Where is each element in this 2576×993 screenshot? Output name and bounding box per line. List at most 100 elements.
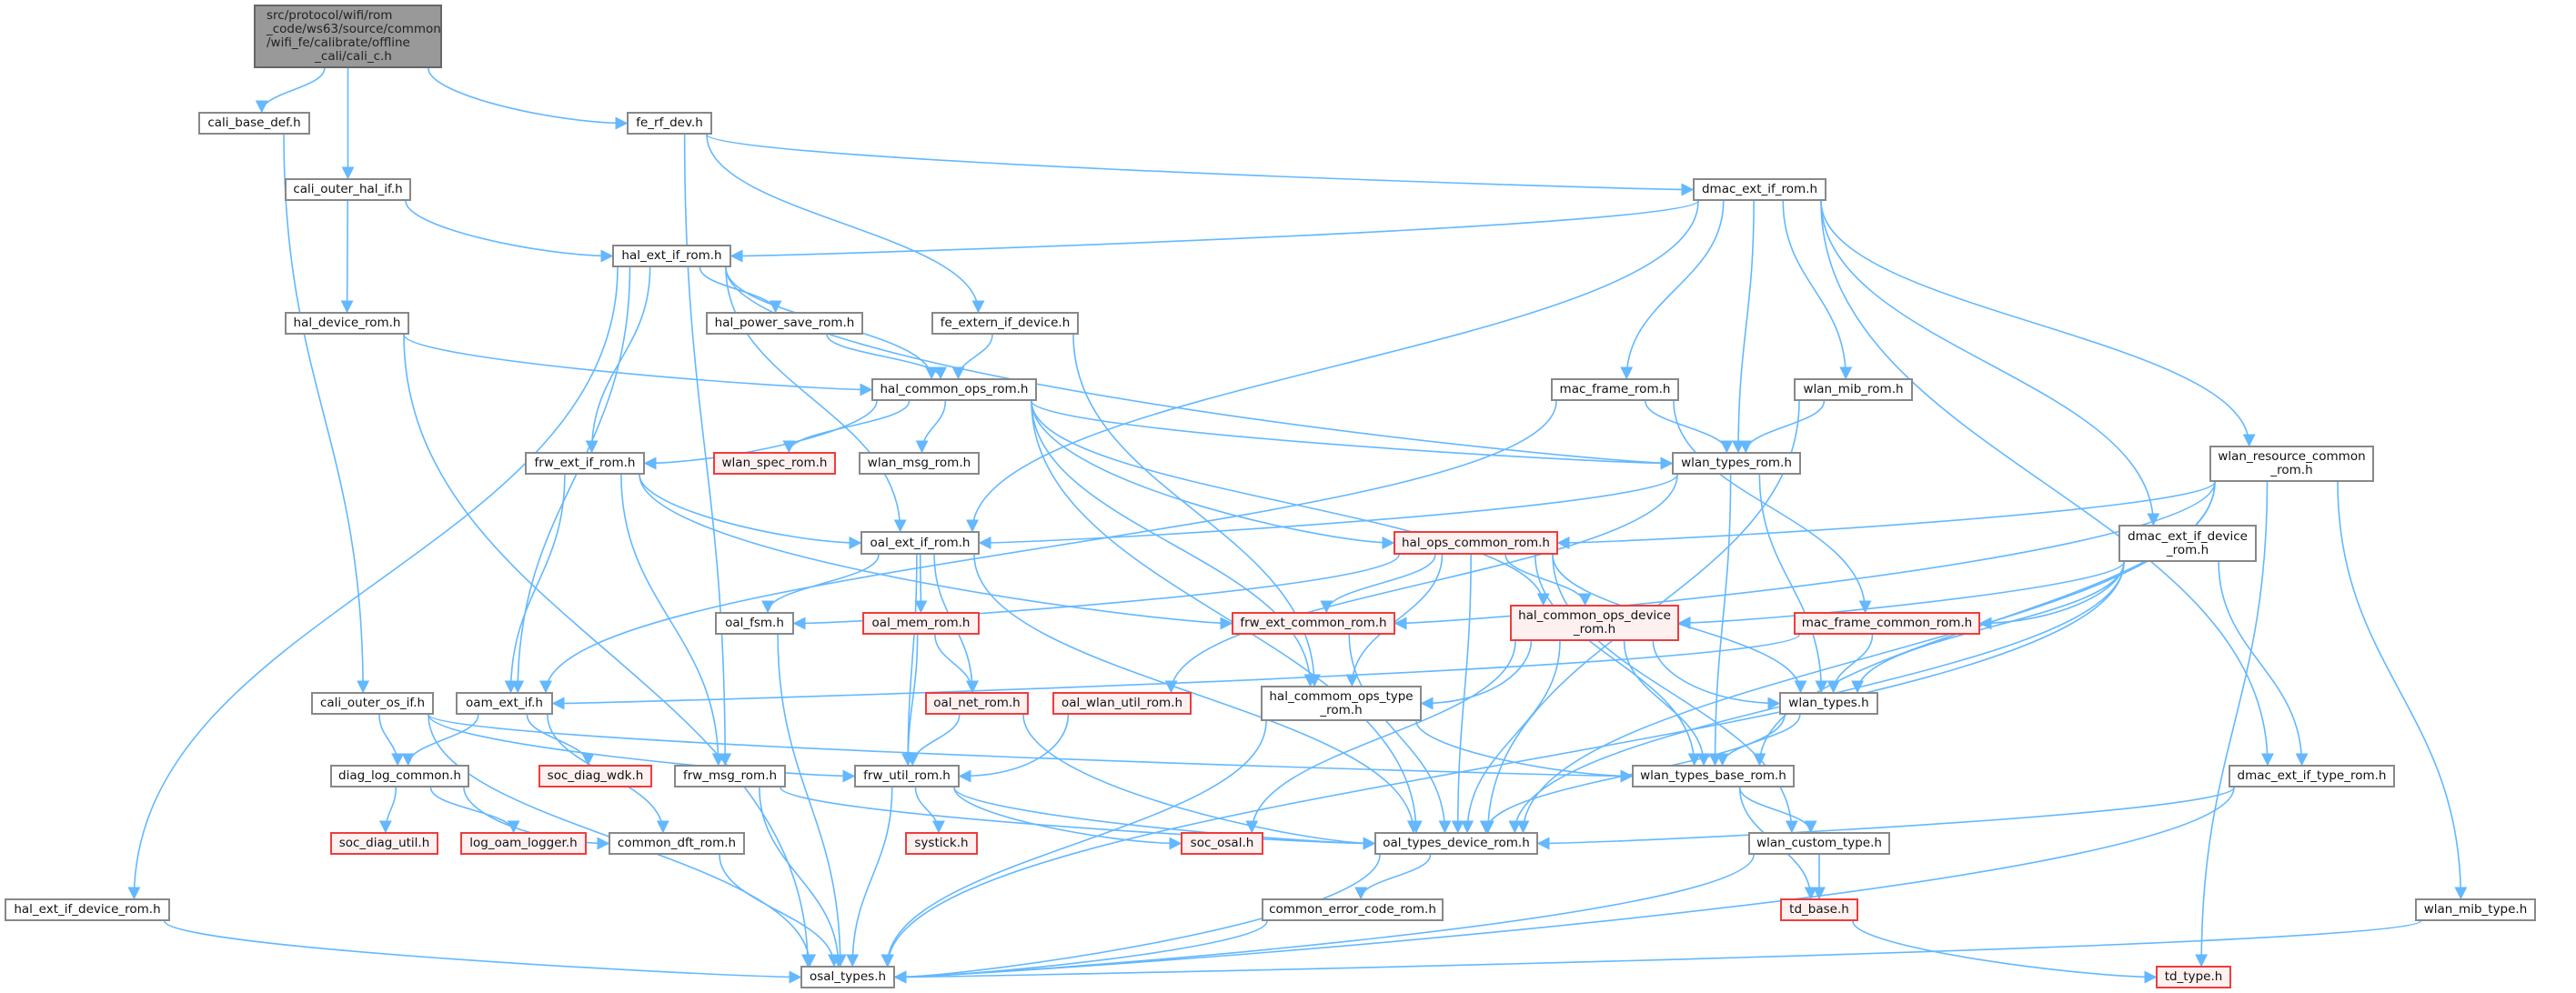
edge-cali_outer_os_if-to-wlan_types_base_rom [428,714,1634,783]
node-label: hal_commom_ops_type [1269,688,1414,704]
node-mac-frame-rom[interactable]: mac_frame_rom.h [1551,378,1679,401]
node-label: oal_mem_rom.h [871,616,971,630]
node-dmac-ext-if-device-rom[interactable]: dmac_ext_if_device_rom.h [2118,525,2257,562]
node-label: frw_msg_rom.h [682,768,778,783]
node-label: td_base.h [1789,902,1849,917]
node-label: _rom.h [1573,622,1616,637]
node-log-oam-logger[interactable]: log_oam_logger.h [460,832,587,855]
node-diag-log-common[interactable]: diag_log_common.h [330,765,469,787]
edge-dmac_ext_if_type_rom-to-oal_types_device_rom [1536,787,2235,850]
edge-frw_ext_if_rom-to-frw_msg_rom [620,474,725,767]
edge-frw_util_rom-to-osal_types [846,787,893,968]
node-label: _rom.h [2166,542,2209,557]
node-frw-msg-rom[interactable]: frw_msg_rom.h [674,765,786,787]
node-label: wlan_types_base_rom.h [1640,768,1786,783]
node-hal-ext-if-rom[interactable]: hal_ext_if_rom.h [612,245,731,267]
edge-hal_common_ops_device_rom-to-oal_types_device_rom [1461,640,1561,834]
node-oal-types-device-rom[interactable]: oal_types_device_rom.h [1374,832,1538,855]
node-label: mac_frame_common_rom.h [1801,616,1973,630]
node-root[interactable]: src/protocol/wifi/rom_code/ws63/source/c… [254,5,442,68]
edge-hal_device_rom-to-hal_common_ops_rom [403,334,873,396]
edge-wlan_types_rom-to-oal_wlan_util_rom [1164,474,1678,694]
edge-oal_mem_rom-to-frw_util_rom [901,634,919,767]
node-hal-commom-ops-type-rom[interactable]: hal_commom_ops_type_rom.h [1261,686,1422,721]
node-oal-net-rom[interactable]: oal_net_rom.h [925,692,1029,715]
node-label: src/protocol/wifi/rom [267,8,393,23]
edge-oal_ext_if_rom-to-frw_util_rom [901,554,918,767]
node-wlan-resource-common-rom[interactable]: wlan_resource_common_rom.h [2209,446,2374,482]
node-wlan-mib-rom[interactable]: wlan_mib_rom.h [1794,378,1913,401]
node-td-type[interactable]: td_type.h [2156,966,2231,988]
node-wlan-spec-rom[interactable]: wlan_spec_rom.h [713,452,836,475]
node-oam-ext-if[interactable]: oam_ext_if.h [456,692,553,715]
edge-hal_commom_ops_type_rom-to-wlan_types_base_rom [1415,720,1634,783]
edge-hal_commom_ops_type_rom-to-osal_types [880,720,1267,968]
edge-wlan_resource_common_rom-to-wlan_mib_type [2337,481,2468,900]
node-soc-diag-util[interactable]: soc_diag_util.h [330,832,438,855]
node-fe-rf-dev[interactable]: fe_rf_dev.h [627,112,712,135]
node-td-base[interactable]: td_base.h [1780,898,1858,921]
node-oal-ext-if-rom[interactable]: oal_ext_if_rom.h [860,531,980,555]
edge-hal_ext_if_device_rom-to-osal_types [164,920,802,984]
node-hal-ops-common-rom[interactable]: hal_ops_common_rom.h [1394,531,1558,555]
edge-oal_wlan_util_rom-to-frw_util_rom [958,714,1070,783]
node-osal-types[interactable]: osal_types.h [800,966,895,988]
node-oal-mem-rom[interactable]: oal_mem_rom.h [862,612,980,635]
edge-hal_common_ops_rom-to-oal_types_device_rom [1031,400,1423,834]
edge-common_dft_rom-to-osal_types [719,854,840,968]
node-dmac-ext-if-rom[interactable]: dmac_ext_if_rom.h [1693,178,1826,201]
edge-dmac_ext_if_rom-to-hal_ext_if_rom [730,200,1699,263]
node-wlan-custom-type[interactable]: wlan_custom_type.h [1748,832,1890,855]
node-cali-base-def[interactable]: cali_base_def.h [198,112,310,135]
node-hal-power-save-rom[interactable]: hal_power_save_rom.h [706,312,863,335]
node-label: dmac_ext_if_type_rom.h [2237,768,2387,783]
edge-frw_ext_if_rom-to-oal_ext_if_rom [639,474,862,549]
node-common-error-code-rom[interactable]: common_error_code_rom.h [1262,898,1444,921]
node-systick[interactable]: systick.h [905,832,978,855]
node-wlan-msg-rom[interactable]: wlan_msg_rom.h [859,452,980,475]
node-dmac-ext-if-type-rom[interactable]: dmac_ext_if_type_rom.h [2229,765,2395,787]
node-label: wlan_types.h [1788,696,1869,710]
node-hal-common-ops-device-rom[interactable]: hal_common_ops_device_rom.h [1510,605,1679,641]
edge-hal_ops_common_rom-to-wlan_custom_type [1552,554,1798,834]
edge-fe_rf_dev-to-fe_extern_if_device [706,134,985,314]
node-hal-device-rom[interactable]: hal_device_rom.h [285,312,409,335]
edge-hal_ext_if_rom-to-frw_ext_if_rom [585,266,651,454]
node-cali-outer-hal-if[interactable]: cali_outer_hal_if.h [285,178,411,201]
node-hal-ext-if-device-rom[interactable]: hal_ext_if_device_rom.h [5,898,170,921]
edge-root-to-cali_base_def [255,67,326,114]
node-label: wlan_mib_rom.h [1803,382,1904,396]
node-soc-osal[interactable]: soc_osal.h [1181,832,1263,855]
node-soc-diag-wdk[interactable]: soc_diag_wdk.h [538,765,652,787]
node-label: fe_rf_dev.h [636,115,703,130]
edge-hal_device_rom-to-osal_types [403,334,814,968]
edge-hal_ext_if_rom-to-oam_ext_if [511,266,631,694]
node-frw-ext-common-rom[interactable]: frw_ext_common_rom.h [1232,612,1395,635]
node-oal-fsm[interactable]: oal_fsm.h [715,612,794,635]
node-common-dft-rom[interactable]: common_dft_rom.h [609,832,745,855]
node-label: common_dft_rom.h [617,836,737,850]
node-cali-outer-os-if[interactable]: cali_outer_os_if.h [311,692,434,715]
node-oal-wlan-util-rom[interactable]: oal_wlan_util_rom.h [1052,692,1192,715]
node-label: oal_types_device_rom.h [1383,836,1530,850]
edge-oal_ext_if_rom-to-oal_types_device_rom [973,554,1420,834]
node-wlan-mib-type[interactable]: wlan_mib_type.h [2415,898,2536,921]
node-label: hal_power_save_rom.h [714,316,855,330]
node-frw-util-rom[interactable]: frw_util_rom.h [854,765,960,787]
node-wlan-types-base-rom[interactable]: wlan_types_base_rom.h [1632,765,1795,787]
node-label: frw_ext_if_rom.h [534,456,636,470]
node-mac-frame-common-rom[interactable]: mac_frame_common_rom.h [1794,612,1980,635]
node-fe-extern-if-device[interactable]: fe_extern_if_device.h [931,312,1079,335]
node-label: soc_diag_wdk.h [547,768,644,783]
node-frw-ext-if-rom[interactable]: frw_ext_if_rom.h [525,452,645,475]
node-label: diag_log_common.h [338,768,461,783]
edge-hal_common_ops_rom-to-hal_common_ops_device_rom [1031,400,1550,607]
edge-common_error_code_rom-to-osal_types [893,920,1268,984]
edge-cali_outer_os_if-to-diag_log_common [378,714,405,767]
node-wlan-types[interactable]: wlan_types.h [1779,692,1878,715]
node-wlan-types-rom[interactable]: wlan_types_rom.h [1672,452,1801,475]
edge-frw_msg_rom-to-oal_types_device_rom [780,787,1376,850]
node-hal-common-ops-rom[interactable]: hal_common_ops_rom.h [871,378,1037,401]
edge-wlan_resource_common_rom-to-frw_ext_common_rom [1394,481,2216,630]
